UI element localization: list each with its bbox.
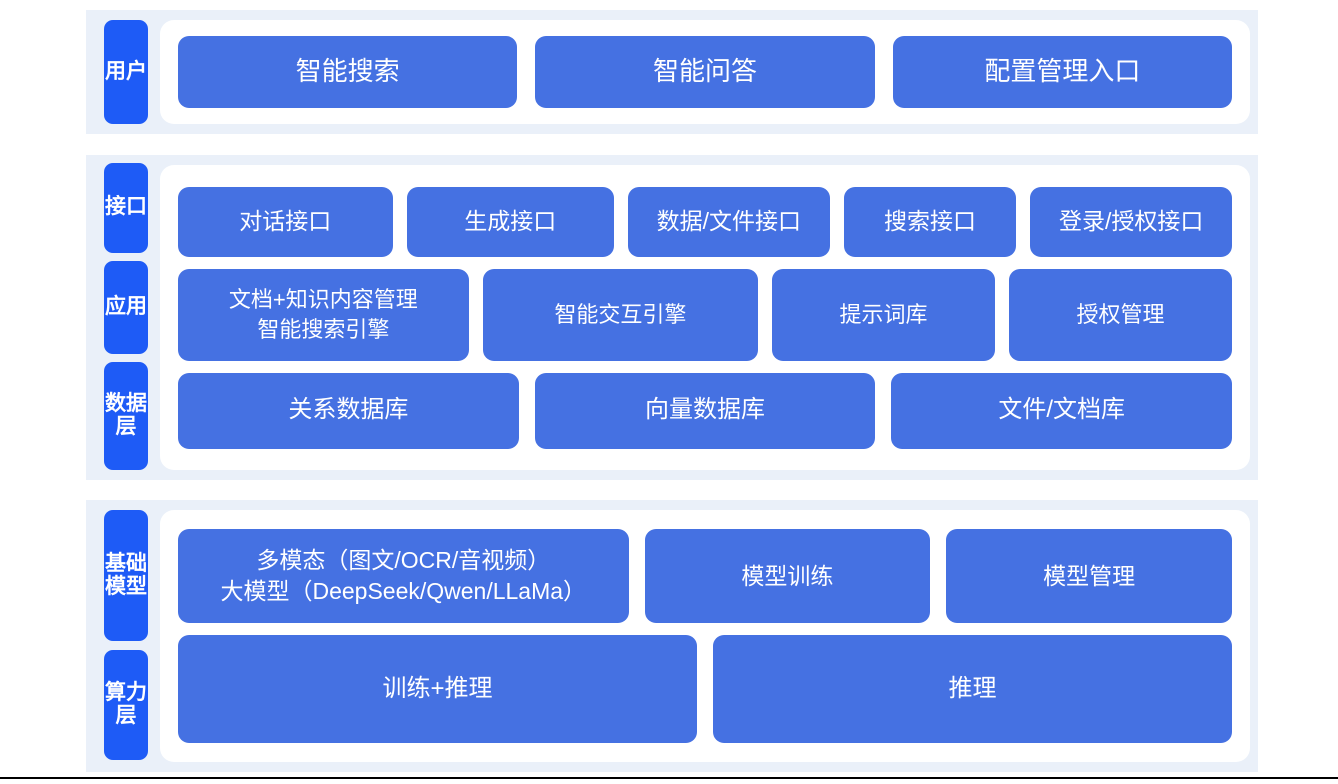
data-row: 关系数据库 向量数据库 文件/文档库 — [178, 372, 1233, 449]
chip-model-management[interactable]: 模型管理 — [946, 529, 1233, 623]
chip-authorization-management[interactable]: 授权管理 — [1008, 268, 1232, 361]
section-infrastructure-card: 多模态（图文/OCR/音视频） 大模型（DeepSeek/Qwen/LLaMa）… — [160, 510, 1250, 762]
section-platform-rail: 接口 应用 数据层 — [86, 155, 148, 480]
chip-file-document-store[interactable]: 文件/文档库 — [891, 372, 1233, 449]
chip-search-api[interactable]: 搜索接口 — [843, 186, 1017, 257]
layer-tag-users: 用户 — [104, 20, 148, 124]
chip-interaction-engine[interactable]: 智能交互引擎 — [482, 268, 758, 361]
chip-login-auth-api[interactable]: 登录/授权接口 — [1030, 186, 1233, 257]
section-users-rail: 用户 — [86, 10, 148, 134]
chip-intelligent-search[interactable]: 智能搜索 — [178, 36, 518, 108]
chip-vector-database[interactable]: 向量数据库 — [534, 372, 876, 449]
chip-prompt-library[interactable]: 提示词库 — [771, 268, 995, 361]
layer-tag-interface: 接口 — [104, 163, 148, 253]
chip-multimodal-large-model[interactable]: 多模态（图文/OCR/音视频） 大模型（DeepSeek/Qwen/LLaMa） — [178, 529, 629, 623]
section-platform-card: 对话接口 生成接口 数据/文件接口 搜索接口 登录/授权接口 文档+知识内容管理… — [160, 165, 1250, 470]
section-users: 用户 智能搜索 智能问答 配置管理入口 — [86, 10, 1258, 134]
chip-generation-api[interactable]: 生成接口 — [406, 186, 614, 257]
layer-tag-data: 数据层 — [104, 361, 148, 470]
chip-dialog-api[interactable]: 对话接口 — [178, 186, 393, 257]
chip-training-and-inference[interactable]: 训练+推理 — [178, 635, 697, 743]
chip-data-file-api[interactable]: 数据/文件接口 — [627, 186, 830, 257]
user-entry-row: 智能搜索 智能问答 配置管理入口 — [178, 36, 1232, 108]
section-infrastructure: 基础模型 算力层 多模态（图文/OCR/音视频） 大模型（DeepSeek/Qw… — [86, 500, 1258, 772]
bottom-divider — [0, 777, 1338, 779]
section-users-card: 智能搜索 智能问答 配置管理入口 — [160, 20, 1250, 124]
application-row: 文档+知识内容管理 智能搜索引擎 智能交互引擎 提示词库 授权管理 — [178, 268, 1232, 361]
chip-config-management-entry[interactable]: 配置管理入口 — [892, 36, 1232, 108]
layer-tag-foundation-model: 基础模型 — [104, 510, 148, 641]
section-platform: 接口 应用 数据层 对话接口 生成接口 数据/文件接口 搜索接口 登录/授权接口… — [86, 155, 1258, 480]
interface-row: 对话接口 生成接口 数据/文件接口 搜索接口 登录/授权接口 — [178, 186, 1233, 257]
layer-tag-application: 应用 — [104, 260, 148, 354]
chip-relational-database[interactable]: 关系数据库 — [178, 372, 519, 449]
section-infrastructure-rail: 基础模型 算力层 — [86, 500, 148, 772]
compute-row: 训练+推理 推理 — [178, 635, 1232, 743]
chip-inference[interactable]: 推理 — [713, 635, 1232, 743]
model-row: 多模态（图文/OCR/音视频） 大模型（DeepSeek/Qwen/LLaMa）… — [178, 529, 1233, 623]
layer-tag-compute: 算力层 — [104, 650, 148, 760]
chip-intelligent-qa[interactable]: 智能问答 — [535, 36, 875, 108]
chip-doc-knowledge-management[interactable]: 文档+知识内容管理 智能搜索引擎 — [178, 268, 469, 361]
chip-model-training[interactable]: 模型训练 — [644, 529, 931, 623]
